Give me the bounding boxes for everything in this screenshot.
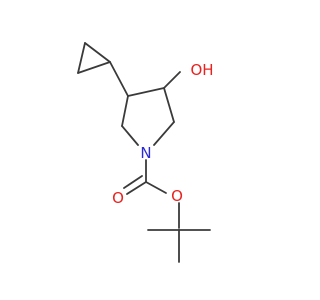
bond-cp-to-c4: [109, 61, 129, 97]
bond-cp-top: [84, 42, 111, 63]
cyclopropyl-ring: [77, 42, 111, 74]
bond-cp-left: [77, 42, 86, 74]
bond-c4-c3: [127, 87, 165, 97]
bond-carbonyl-ester-o: [145, 181, 167, 194]
bond-n-c5: [121, 125, 139, 146]
molecule-canvas: OH N O O: [77, 42, 214, 263]
ester-oxygen-label: O: [171, 187, 183, 205]
ring-nitrogen-label: N: [140, 144, 151, 162]
tert-butyl-group: [147, 229, 211, 263]
bond-c3-oh: [163, 71, 181, 89]
molecule-structure: OH N O O: [77, 42, 214, 263]
bond-carbonyl-double-2: [123, 175, 143, 189]
pyrrolidine-ring: [121, 87, 175, 146]
hydroxyl-label: OH: [190, 61, 213, 79]
carbonyl-oxygen-label: O: [112, 189, 124, 207]
bond-carbonyl-double-1: [126, 181, 147, 195]
bond-cp-bottom: [77, 61, 111, 74]
bond-c3-c2: [163, 87, 175, 123]
bond-c5-c4: [121, 95, 129, 127]
bond-c2-n: [153, 121, 175, 146]
